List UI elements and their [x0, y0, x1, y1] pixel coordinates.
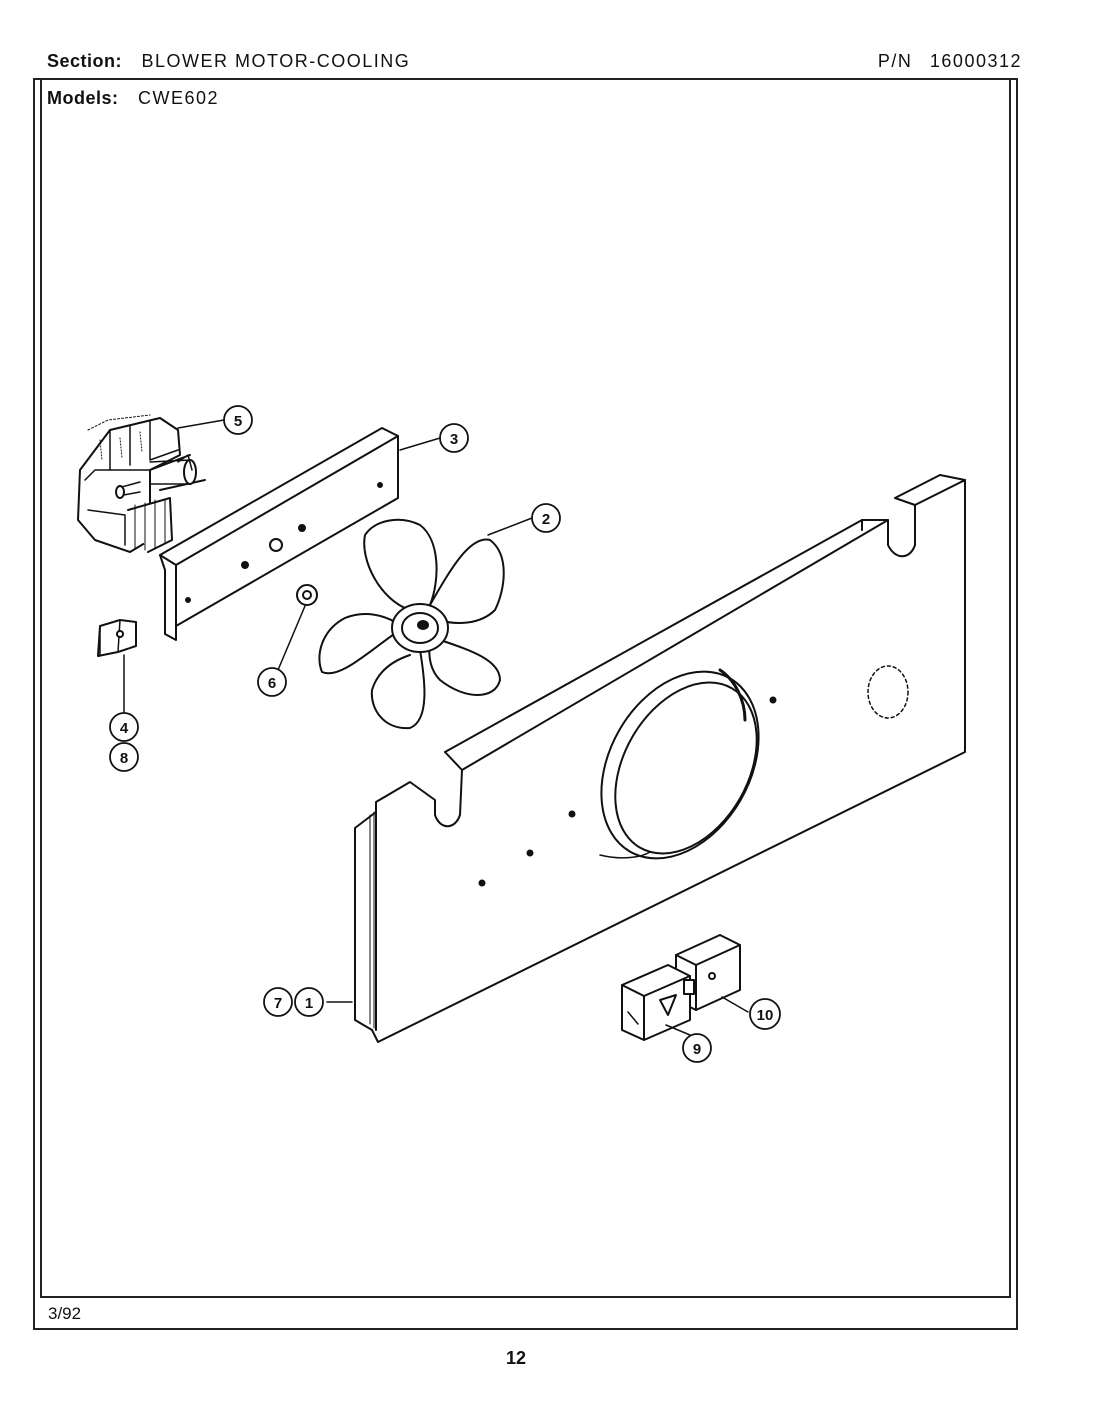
- svg-text:7: 7: [274, 995, 282, 1012]
- svg-text:3: 3: [450, 431, 458, 448]
- part-number: P/N 16000312: [878, 51, 1022, 72]
- pn-label: P/N: [877, 51, 913, 71]
- svg-text:2: 2: [542, 511, 550, 528]
- mounting-bracket: [159, 427, 399, 641]
- blower-panel: [354, 474, 966, 1043]
- svg-text:6: 6: [268, 675, 276, 692]
- svg-text:10: 10: [757, 1007, 774, 1024]
- svg-text:1: 1: [305, 995, 313, 1012]
- callout-2: 2: [531, 503, 561, 533]
- fan-nut: [296, 584, 318, 606]
- svg-text:9: 9: [693, 1041, 701, 1058]
- section-label: Section:: [47, 51, 123, 71]
- callout-4: 4: [109, 712, 139, 742]
- svg-text:8: 8: [120, 750, 128, 767]
- callout-5: 5: [223, 405, 253, 435]
- pn-value: 16000312: [929, 51, 1022, 71]
- callout-8: 8: [109, 742, 139, 772]
- diagram-frame: [40, 78, 1011, 1298]
- models-label: Models:: [47, 88, 119, 108]
- outer-frame: [33, 78, 1018, 1330]
- svg-text:5: 5: [234, 413, 242, 430]
- callouts: 5 3 2 4 8 6 7 1 10 9: [109, 405, 781, 1063]
- blower-motor: [77, 414, 206, 553]
- page-number: 12: [506, 1348, 527, 1368]
- callout-7: 7: [263, 987, 293, 1017]
- section-heading: Section: BLOWER MOTOR-COOLING: [47, 51, 410, 72]
- bracket-clip: [97, 619, 137, 657]
- revision-date: 3/92: [48, 1304, 82, 1323]
- fan-blade: [318, 518, 505, 730]
- callout-9: 9: [682, 1033, 712, 1063]
- callout-6: 6: [257, 667, 287, 697]
- leader-lines: [123, 419, 749, 1036]
- models-value: CWE602: [138, 88, 220, 108]
- callout-1: 1: [294, 987, 324, 1017]
- terminal-block-9: [621, 964, 695, 1041]
- section-value: BLOWER MOTOR-COOLING: [141, 51, 411, 71]
- callout-10: 10: [749, 998, 781, 1030]
- svg-text:4: 4: [120, 720, 129, 737]
- models-heading: Models: CWE602: [47, 88, 219, 109]
- callout-3: 3: [439, 423, 469, 453]
